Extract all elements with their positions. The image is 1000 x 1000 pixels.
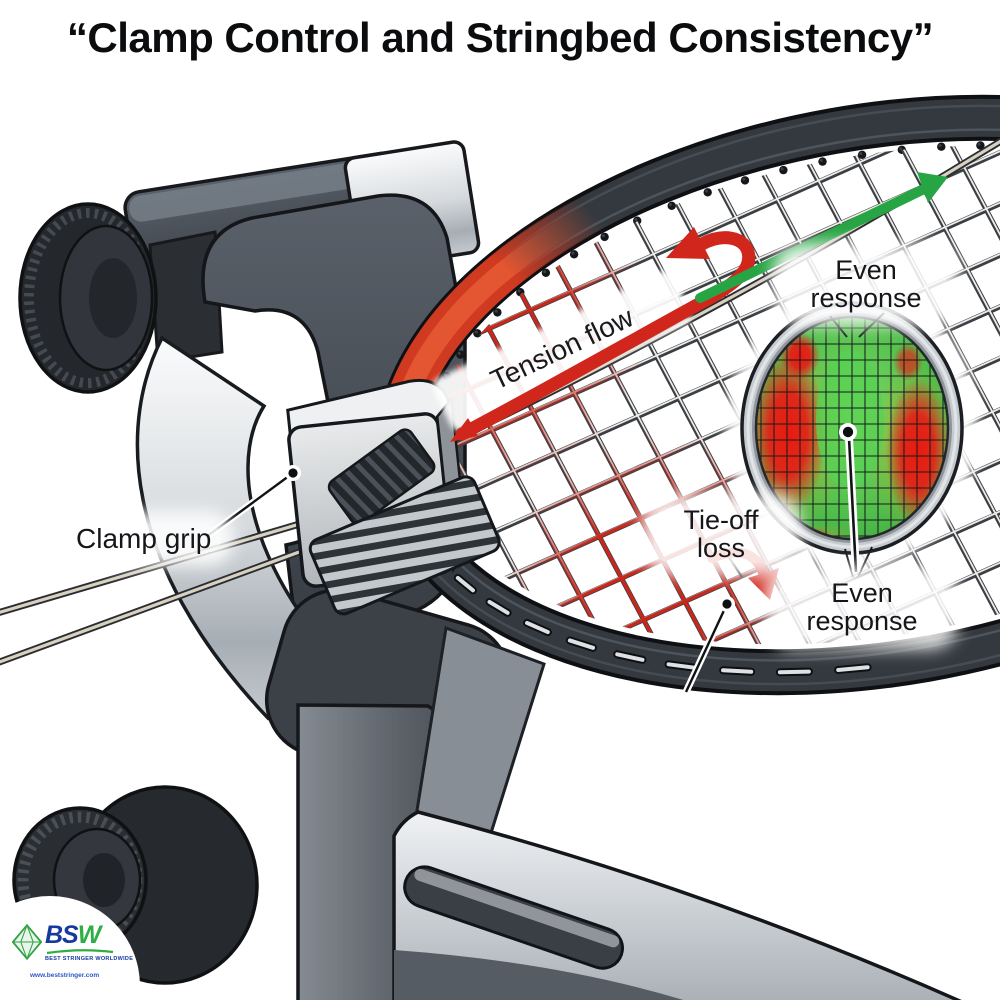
page-title: “Clamp Control and Stringbed Consistency… [66, 14, 934, 61]
clamp-jaw-ribbed [308, 475, 501, 616]
heatmap-inset [726, 288, 978, 578]
silver-swivel-arc [135, 335, 328, 721]
frame-grommets [432, 141, 985, 403]
clamp-grip-callout [203, 465, 301, 540]
base-slot [403, 865, 624, 970]
bsw-logo: BSW BEST STRINGER WORLDWIDE www.beststri… [11, 921, 182, 979]
machine-base-plate [392, 810, 962, 1000]
clamp-jaw-dark [327, 428, 436, 526]
tie-off-loss-label: Tie-off loss [654, 506, 788, 563]
bsw-swoosh [46, 948, 114, 954]
bsw-tagline: BEST STRINGER WORLDWIDE [45, 955, 134, 962]
base-plate-edge [394, 950, 684, 1000]
tie-off-callout [682, 596, 735, 694]
tension-knob-top [18, 202, 158, 394]
logo-backdrop-disc [0, 896, 140, 1000]
tension-flow-ribbon [433, 270, 691, 431]
clamp-grip-label: Clamp grip [76, 524, 222, 553]
frame-stitch-loops [428, 547, 872, 677]
bsw-url: www.beststringer.com [30, 972, 100, 979]
bsw-diamond-icon [11, 923, 43, 965]
even-response-label-bottom: Even response [778, 579, 946, 636]
even-response-label-top: Even response [786, 256, 946, 313]
even-response-arrow [695, 172, 948, 303]
machine-clamp-assembly [0, 140, 962, 1000]
bsw-wordmark: BSW [45, 921, 101, 949]
